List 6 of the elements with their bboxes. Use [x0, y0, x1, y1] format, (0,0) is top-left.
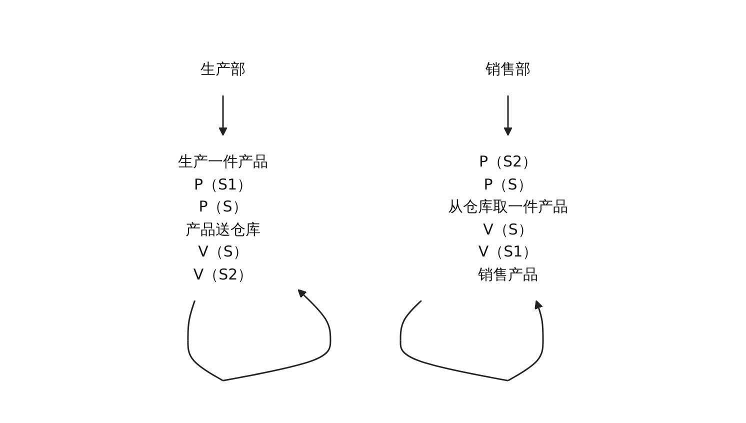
arrow: [504, 95, 512, 136]
node-text: P（S2） P（S） 从仓库取一件产品 V（S） V（S1） 销售产品: [448, 152, 568, 283]
node-text: 生产一件产品 P（S1） P（S） 产品送仓库 V（S） V（S2）: [178, 152, 268, 283]
node-text: 销售部: [486, 60, 530, 78]
node-text: 生产部: [200, 60, 246, 78]
arrow: [218, 95, 228, 136]
